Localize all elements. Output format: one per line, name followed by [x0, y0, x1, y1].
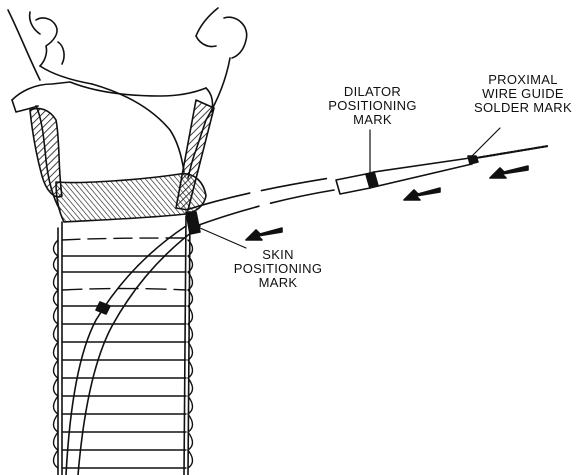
distal-mark — [96, 302, 110, 314]
skin-positioning-label: SKIN POSITIONING MARK — [228, 248, 328, 290]
leader-lines — [200, 128, 500, 248]
skin-positioning-mark — [186, 212, 200, 234]
label-line: MARK — [320, 113, 425, 127]
direction-arrows — [246, 166, 528, 240]
label-line: DILATOR — [320, 85, 425, 99]
trachea — [58, 214, 190, 475]
dilator-positioning-label: DILATOR POSITIONING MARK — [320, 85, 425, 127]
label-line: POSITIONING — [228, 262, 328, 276]
dilator-curve — [66, 178, 334, 475]
wire-guide-sheath — [374, 158, 472, 186]
label-line: MARK — [228, 276, 328, 290]
label-line: WIRE GUIDE — [464, 87, 582, 101]
proximal-wire-guide-label: PROXIMAL WIRE GUIDE SOLDER MARK — [464, 73, 582, 115]
tracheal-rings — [54, 238, 193, 468]
label-line: POSITIONING — [320, 99, 425, 113]
wire-guide-coil — [476, 146, 548, 158]
label-line: SKIN — [228, 248, 328, 262]
dilator-body — [336, 174, 370, 194]
label-line: SOLDER MARK — [464, 101, 582, 115]
label-line: PROXIMAL — [464, 73, 582, 87]
